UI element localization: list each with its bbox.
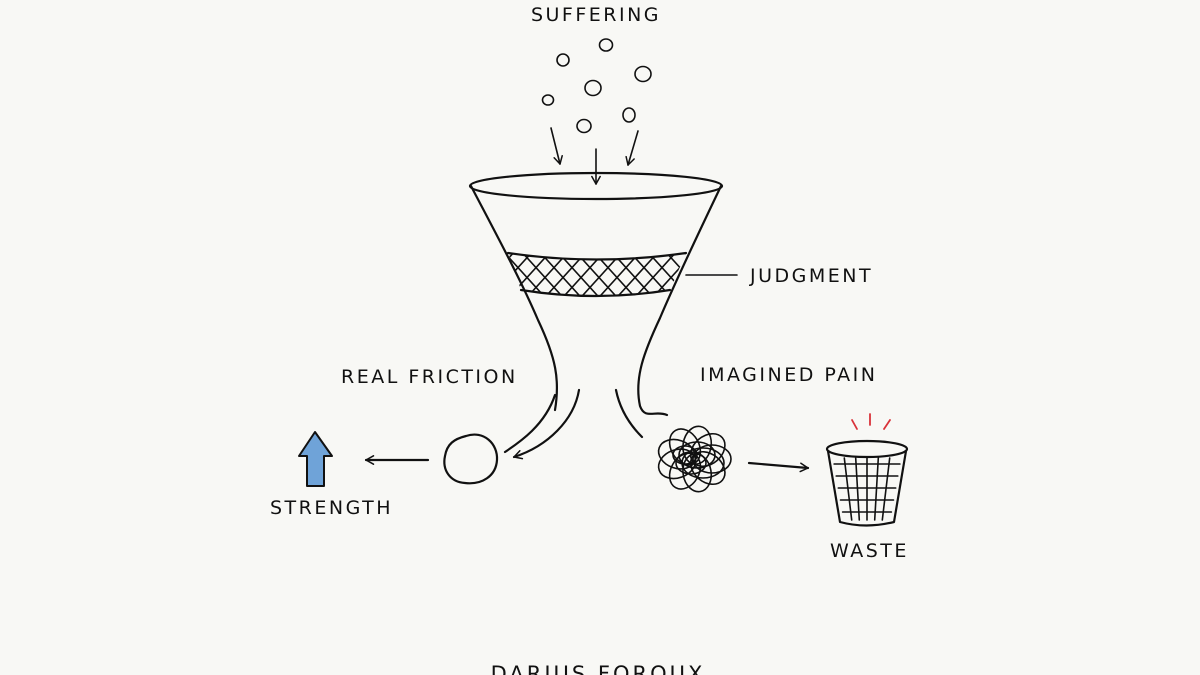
spark-lines — [851, 413, 891, 430]
tangle-loop — [689, 450, 726, 486]
tangle-icon — [657, 425, 732, 493]
signature: DARIUS FOROUX — [491, 662, 706, 675]
bin-grid-line — [881, 457, 891, 521]
left-outflow — [503, 388, 581, 460]
right-outflow — [614, 388, 644, 439]
bin-grid-line — [854, 457, 861, 521]
tangle-loop — [681, 447, 725, 479]
bin-grid-line — [843, 457, 853, 521]
suffering-label: SUFFERING — [531, 4, 661, 26]
trash-bin-icon — [825, 439, 909, 527]
mesh-line — [663, 253, 686, 296]
mesh-line — [430, 250, 480, 305]
mesh-line — [430, 250, 480, 305]
bin-grid-line — [873, 457, 880, 521]
tangle-loop — [678, 441, 716, 469]
waste-label: WASTE — [830, 540, 909, 562]
tangle-loop — [675, 451, 707, 475]
real-friction-label: REAL FRICTION — [341, 366, 518, 388]
inflow-arrows — [550, 127, 639, 185]
mesh-line — [591, 253, 643, 296]
mesh-line — [681, 253, 686, 296]
mesh-line — [448, 250, 498, 305]
mesh-line — [448, 250, 498, 305]
to-waste-arrow — [747, 461, 810, 473]
mesh-line — [681, 253, 686, 296]
mesh-line — [700, 250, 750, 305]
strength-label: STRENGTH — [270, 497, 393, 519]
funnel-icon — [468, 171, 724, 417]
judgment-label: JUDGMENT — [749, 265, 873, 287]
up-arrow-icon — [298, 431, 333, 487]
circle-icon — [541, 38, 652, 134]
imagined-pain-label: IMAGINED PAIN — [700, 364, 877, 386]
mesh-line — [700, 250, 750, 305]
smooth-stone-icon — [443, 433, 499, 485]
